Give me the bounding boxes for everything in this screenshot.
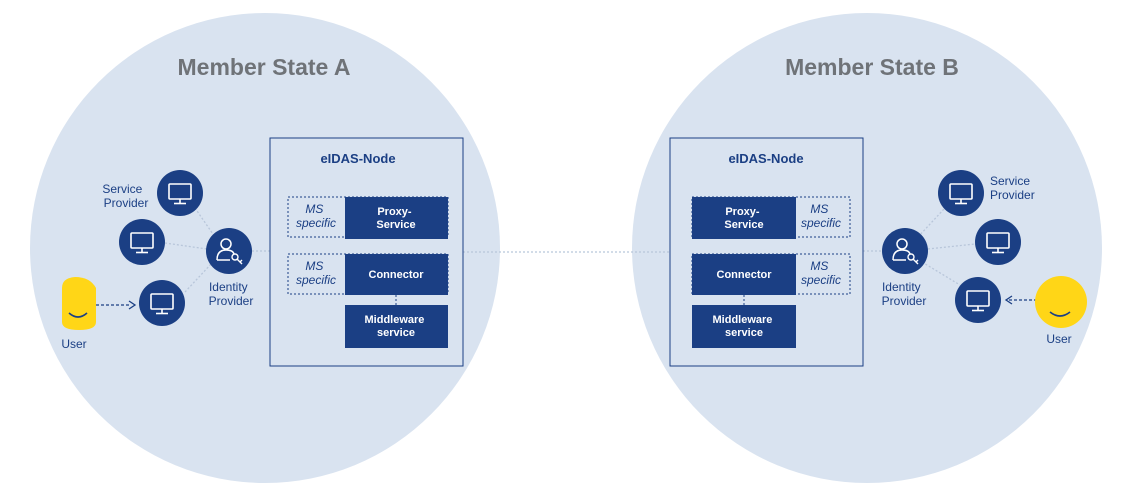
connector-b (692, 254, 796, 295)
link-sp2-idp (164, 242, 208, 250)
ms-specific-proxy-b-label: MS specific (801, 202, 841, 230)
identity-provider-a (206, 228, 252, 274)
member-state-a-circle (30, 13, 500, 483)
connector-a-label: Connector (369, 269, 425, 281)
service-provider-b-1 (938, 170, 984, 216)
identity-provider-b-label: Identity Provider (882, 280, 927, 308)
link-sp1-idp (194, 207, 216, 238)
eidas-node-a-title: eIDAS-Node (320, 151, 395, 166)
ms-specific-connector-b-label: MS specific (801, 259, 841, 287)
eidas-node-b-title: eIDAS-Node (728, 151, 803, 166)
service-provider-b-3 (955, 277, 1001, 323)
middleware-service-a-label: Middleware service (365, 314, 428, 339)
ms-specific-proxy-a-label: MS specific (296, 202, 336, 230)
service-provider-a-2 (119, 219, 165, 265)
member-state-b-circle (632, 13, 1102, 483)
user-b-to-sp-arrowhead (1004, 295, 1013, 305)
user-to-sp-arrowhead (128, 300, 137, 310)
identity-provider-b (882, 228, 928, 274)
member-state-b-title: Member State B (785, 54, 959, 80)
service-provider-b-2 (975, 219, 1021, 265)
service-provider-a-1 (157, 170, 203, 216)
middleware-service-b-label: Middleware service (713, 314, 776, 339)
user-face-icon (62, 277, 96, 330)
ms-specific-connector-a-label: MS specific (296, 259, 336, 287)
eidas-node-b (669, 137, 864, 367)
proxy-service-b-label: Proxy- Service (724, 206, 763, 231)
eidas-node-a (269, 137, 464, 367)
proxy-service-a-label: Proxy- Service (376, 206, 415, 231)
member-state-a-title: Member State A (178, 54, 351, 80)
middleware-service-b (692, 305, 796, 348)
service-provider-a-label: Service Provider (102, 182, 148, 210)
proxy-service-b (692, 197, 796, 239)
middleware-service-a (345, 305, 448, 348)
user-face-icon (1035, 276, 1087, 328)
proxy-service-a (345, 197, 448, 239)
link-sp3-idp (184, 262, 213, 293)
service-provider-a-3 (139, 280, 185, 326)
service-provider-b-label: Service Provider (990, 174, 1035, 202)
connector-b-label: Connector (717, 269, 773, 281)
link-idp-sp3-b (921, 261, 961, 286)
identity-provider-a-label: Identity Provider (209, 280, 254, 308)
connector-a (345, 254, 448, 295)
user-b-label: User (1046, 332, 1071, 346)
user-a-label: User (61, 337, 86, 351)
